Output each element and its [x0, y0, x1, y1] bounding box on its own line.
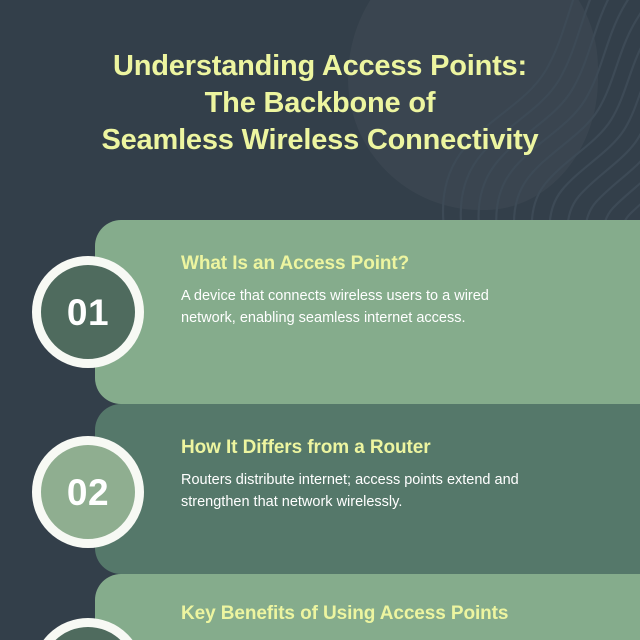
step-badge-02: 02	[32, 436, 144, 549]
info-card-01: 01 What Is an Access Point? A device tha…	[32, 220, 640, 404]
card-list: 01 What Is an Access Point? A device tha…	[0, 220, 640, 640]
title-line-2: The Backbone of	[204, 87, 436, 119]
title-line-3: Seamless Wireless Connectivity	[101, 124, 539, 156]
poster-title: Understanding Access Points: The Backbon…	[0, 48, 640, 159]
card-heading-01: What Is an Access Point?	[181, 253, 410, 274]
step-badge-01: 01	[32, 256, 144, 368]
info-card-02: 02 How It Differs from a Router Routers …	[32, 404, 640, 574]
info-card-03: 03 Key Benefits of Using Access Points	[32, 574, 640, 640]
step-badge-03: 03	[32, 618, 144, 640]
card-body-01: A device that connects wireless users to…	[181, 288, 489, 326]
step-number-01: 01	[66, 291, 110, 333]
step-number-02: 02	[66, 471, 110, 513]
card-heading-02: How It Differs from a Router	[181, 437, 431, 458]
title-line-1: Understanding Access Points:	[113, 50, 527, 82]
card-body-02: Routers distribute internet; access poin…	[181, 472, 519, 510]
card-heading-03: Key Benefits of Using Access Points	[181, 603, 509, 624]
